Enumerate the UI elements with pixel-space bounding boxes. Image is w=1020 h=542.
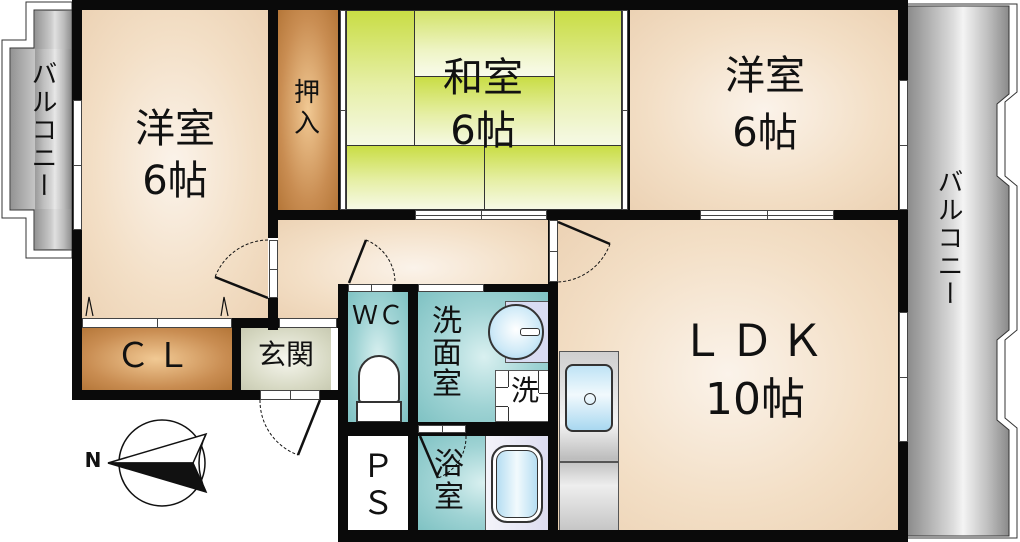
bathtub-icon bbox=[491, 445, 543, 523]
compass-icon: N bbox=[80, 412, 220, 512]
window bbox=[622, 10, 628, 210]
washroom-label: 洗面室 bbox=[432, 304, 462, 402]
wall bbox=[268, 298, 278, 330]
right-balcony-outline bbox=[906, 3, 1018, 539]
wall bbox=[898, 0, 908, 542]
oshiire-closet bbox=[278, 10, 338, 210]
western-room-right bbox=[630, 10, 898, 210]
door-frame bbox=[269, 240, 278, 298]
left-balcony-label: バルコニー bbox=[27, 60, 57, 200]
wall bbox=[548, 210, 558, 542]
entrance bbox=[241, 328, 331, 390]
entrance-door-frame bbox=[260, 390, 320, 400]
kitchen-divider bbox=[560, 461, 618, 463]
japanese-room bbox=[346, 10, 622, 210]
toilet-icon bbox=[356, 355, 402, 423]
closet-door bbox=[82, 318, 232, 328]
right-balcony-label: バルコニー bbox=[933, 168, 963, 308]
left-balcony-upper bbox=[35, 11, 71, 249]
wall bbox=[72, 390, 342, 400]
wall bbox=[72, 0, 908, 10]
door-frame bbox=[418, 284, 484, 292]
tatami-mat bbox=[346, 10, 415, 146]
kitchen-sink-icon bbox=[565, 364, 613, 432]
western-room-right-name: 洋室 bbox=[725, 53, 805, 99]
door-frame bbox=[348, 284, 393, 292]
western-room-left-size: 6帖 bbox=[142, 158, 208, 204]
pipe-space bbox=[348, 436, 408, 530]
entrance-label: 玄関 bbox=[257, 338, 314, 371]
tatami-mat bbox=[346, 145, 485, 210]
laundry-label: 洗 bbox=[510, 374, 539, 407]
wall bbox=[232, 318, 241, 400]
western-room-right-size: 6帖 bbox=[732, 110, 798, 156]
tatami-mat bbox=[484, 145, 622, 210]
window bbox=[73, 100, 82, 230]
ldk-room-name: ＬＤＫ bbox=[680, 316, 830, 367]
window bbox=[899, 80, 908, 210]
wall bbox=[408, 284, 418, 542]
window bbox=[340, 10, 346, 210]
window bbox=[700, 210, 834, 220]
cl-label: ＣＬ bbox=[116, 336, 196, 376]
window bbox=[415, 210, 547, 220]
japanese-room-size: 6帖 bbox=[450, 108, 516, 154]
toilet-label: ＷＣ bbox=[351, 301, 404, 331]
wall bbox=[338, 530, 908, 542]
japanese-room-name: 和室 bbox=[443, 55, 523, 101]
ldk-room-size: 10帖 bbox=[705, 374, 805, 425]
wall bbox=[268, 0, 278, 238]
door-frame bbox=[549, 220, 558, 282]
bathroom-label: 浴室 bbox=[434, 447, 464, 515]
door-frame bbox=[418, 425, 466, 433]
sink-drain-icon bbox=[584, 393, 596, 405]
window bbox=[899, 312, 908, 442]
washbasin-icon bbox=[488, 301, 549, 363]
western-room-left-name: 洋室 bbox=[135, 106, 215, 152]
wall bbox=[338, 284, 348, 542]
compass-north-label: N bbox=[84, 448, 102, 472]
oshiire-label: 押入 bbox=[293, 78, 320, 140]
door-frame bbox=[279, 318, 337, 328]
laundry-space bbox=[495, 370, 550, 422]
tatami-mat bbox=[554, 10, 622, 146]
pipe-space-label: ＰＳ bbox=[361, 447, 394, 522]
cl-closet bbox=[80, 328, 232, 390]
wall bbox=[268, 210, 908, 220]
